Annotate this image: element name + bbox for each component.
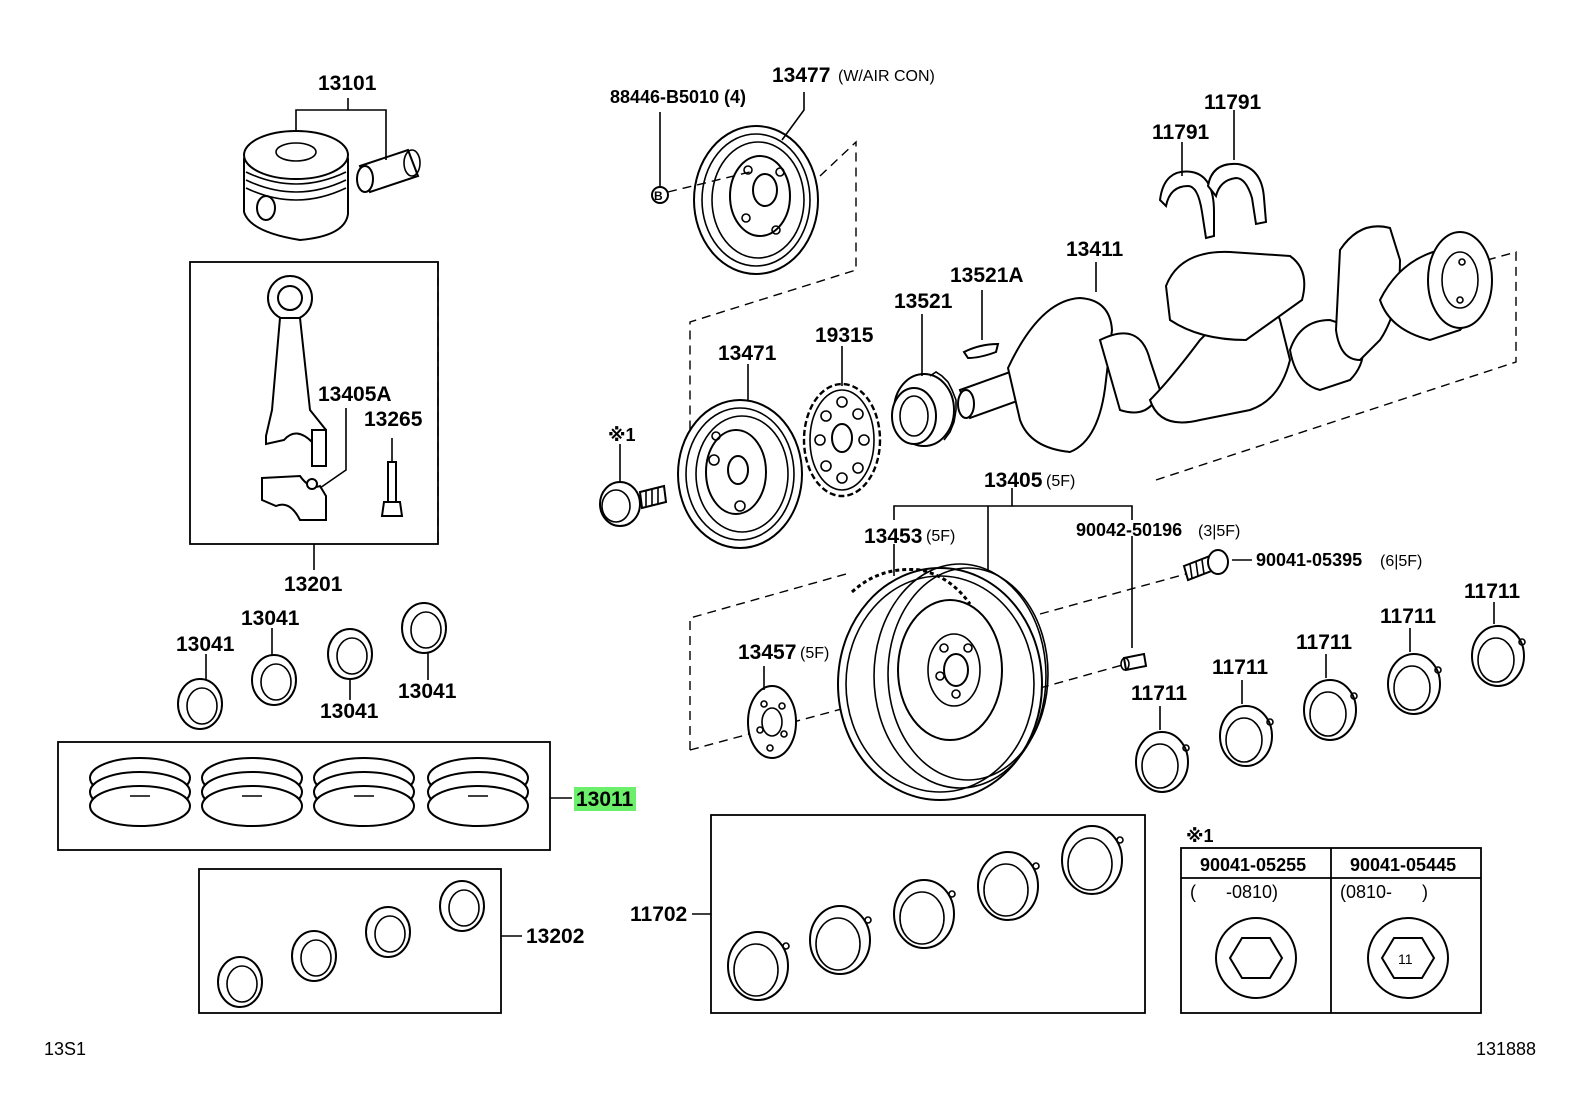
piston[interactable] bbox=[243, 130, 349, 242]
label-13041-b: 13041 bbox=[241, 607, 300, 630]
drive-plate-spacer[interactable] bbox=[747, 685, 797, 759]
bolt-head-plain[interactable] bbox=[1215, 917, 1297, 999]
b-marker bbox=[651, 186, 669, 204]
label-90042-note: (3|5F) bbox=[1198, 523, 1240, 540]
knock-pin[interactable] bbox=[1120, 652, 1148, 672]
main-bearing-2[interactable] bbox=[1219, 705, 1274, 767]
thrust-washer-1[interactable] bbox=[1158, 170, 1215, 240]
bolt-head-marked[interactable]: 11 bbox=[1367, 917, 1449, 999]
piston-ring-set-4[interactable] bbox=[427, 757, 529, 827]
label-13411: 13411 bbox=[1066, 238, 1124, 261]
label-90042: 90042-50196 bbox=[1076, 520, 1182, 540]
label-11711-c: 11711 bbox=[1296, 631, 1352, 654]
label-13041-a: 13041 bbox=[176, 633, 235, 656]
piston-ring-set-1[interactable] bbox=[89, 757, 191, 827]
label-11791-a: 11791 bbox=[1152, 121, 1210, 144]
bearing-13202-1[interactable] bbox=[217, 956, 263, 1008]
drive-plate[interactable] bbox=[837, 563, 1049, 801]
footer-left: 13S1 bbox=[44, 1039, 86, 1059]
bearing-13202-2[interactable] bbox=[291, 930, 337, 982]
piston-ring-set-3[interactable] bbox=[313, 757, 415, 827]
label-13201: 13201 bbox=[284, 573, 343, 596]
rod-bolt[interactable] bbox=[380, 461, 404, 517]
label-13521A: 13521A bbox=[950, 264, 1024, 287]
table-head-left: 90041-05255 bbox=[1200, 855, 1306, 875]
rod-bearing-1[interactable] bbox=[177, 678, 223, 730]
bearing-13202-3[interactable] bbox=[365, 906, 411, 958]
label-13041-c: 13041 bbox=[320, 700, 379, 723]
drive-plate-bolt[interactable] bbox=[1182, 549, 1229, 582]
label-13265: 13265 bbox=[364, 408, 423, 431]
label-13101: 13101 bbox=[318, 72, 377, 95]
main-bearing-4[interactable] bbox=[1387, 653, 1442, 715]
label-13457: 13457 bbox=[738, 641, 796, 664]
label-13457-note: (5F) bbox=[800, 645, 829, 662]
label-90041-05395-note: (6|5F) bbox=[1380, 553, 1422, 570]
crank-pulley-aircon[interactable] bbox=[693, 125, 819, 275]
label-13202: 13202 bbox=[526, 925, 584, 948]
table-range-right: (0810- ) bbox=[1340, 882, 1428, 902]
piston-ring-set-2[interactable] bbox=[201, 757, 303, 827]
label-19315: 19315 bbox=[815, 324, 874, 347]
rod-bearing-4[interactable] bbox=[401, 602, 447, 654]
piston-pin[interactable] bbox=[356, 148, 421, 194]
connecting-rod[interactable] bbox=[265, 275, 327, 467]
label-13477-note: (W/AIR CON) bbox=[838, 68, 935, 85]
table-head-right: 90041-05445 bbox=[1350, 855, 1456, 875]
thrust-washer-2[interactable] bbox=[1206, 162, 1268, 226]
pulley-bolt[interactable] bbox=[599, 481, 668, 527]
bearing-11702-3[interactable] bbox=[893, 879, 956, 949]
piston-rings-box bbox=[57, 741, 551, 851]
label-13521: 13521 bbox=[894, 290, 953, 313]
label-11711-d: 11711 bbox=[1380, 605, 1436, 628]
label-mark1: ※1 bbox=[608, 425, 636, 445]
label-13405-note: (5F) bbox=[1046, 473, 1075, 490]
ring-gear[interactable] bbox=[850, 567, 972, 605]
label-13453: 13453 bbox=[864, 525, 922, 548]
bearing-11702-1[interactable] bbox=[727, 931, 790, 1001]
main-bearing-1[interactable] bbox=[1135, 731, 1190, 793]
highlight-13011 bbox=[574, 787, 636, 811]
crank-pulley[interactable] bbox=[677, 399, 803, 549]
label-13041-d: 13041 bbox=[398, 680, 457, 703]
footer-right: 131888 bbox=[1476, 1039, 1536, 1059]
label-b-marker: B bbox=[654, 189, 663, 203]
rod-bearing-3[interactable] bbox=[327, 628, 373, 680]
bearing-11702-2[interactable] bbox=[809, 905, 872, 975]
label-11711-a: 11711 bbox=[1131, 682, 1187, 705]
label-13011[interactable]: 13011 bbox=[576, 788, 634, 811]
bearing-11702-5[interactable] bbox=[1061, 825, 1124, 895]
bolt-head-mark: 11 bbox=[1398, 951, 1413, 967]
rod-bearing-2[interactable] bbox=[251, 654, 297, 706]
label-90041-05395: 90041-05395 bbox=[1256, 550, 1362, 570]
table-range-left: ( -0810) bbox=[1190, 882, 1278, 902]
label-13405A: 13405A bbox=[318, 383, 392, 406]
label-88446-qty: (4) bbox=[724, 87, 746, 107]
bearings-13202-box bbox=[198, 868, 502, 1014]
label-88446: 88446-B5010 bbox=[610, 87, 719, 107]
label-11702: 11702 bbox=[630, 903, 687, 926]
label-11711-b: 11711 bbox=[1212, 656, 1268, 679]
bearing-11702-4[interactable] bbox=[977, 851, 1040, 921]
label-13453-note: (5F) bbox=[926, 528, 955, 545]
crank-key[interactable] bbox=[962, 342, 1000, 360]
main-bearing-3[interactable] bbox=[1303, 679, 1358, 741]
label-mark1-table: ※1 bbox=[1186, 826, 1214, 846]
label-11711-e: 11711 bbox=[1464, 580, 1520, 603]
crankshaft[interactable] bbox=[957, 225, 1493, 454]
timing-rotor-plate[interactable] bbox=[802, 382, 882, 498]
bearing-13202-4[interactable] bbox=[439, 880, 485, 932]
label-13471: 13471 bbox=[718, 342, 777, 365]
main-bearing-5[interactable] bbox=[1471, 625, 1526, 687]
crank-timing-gear[interactable] bbox=[891, 371, 957, 447]
label-11791-b: 11791 bbox=[1204, 91, 1262, 114]
label-13405: 13405 bbox=[984, 469, 1043, 492]
label-13477: 13477 bbox=[772, 64, 830, 87]
